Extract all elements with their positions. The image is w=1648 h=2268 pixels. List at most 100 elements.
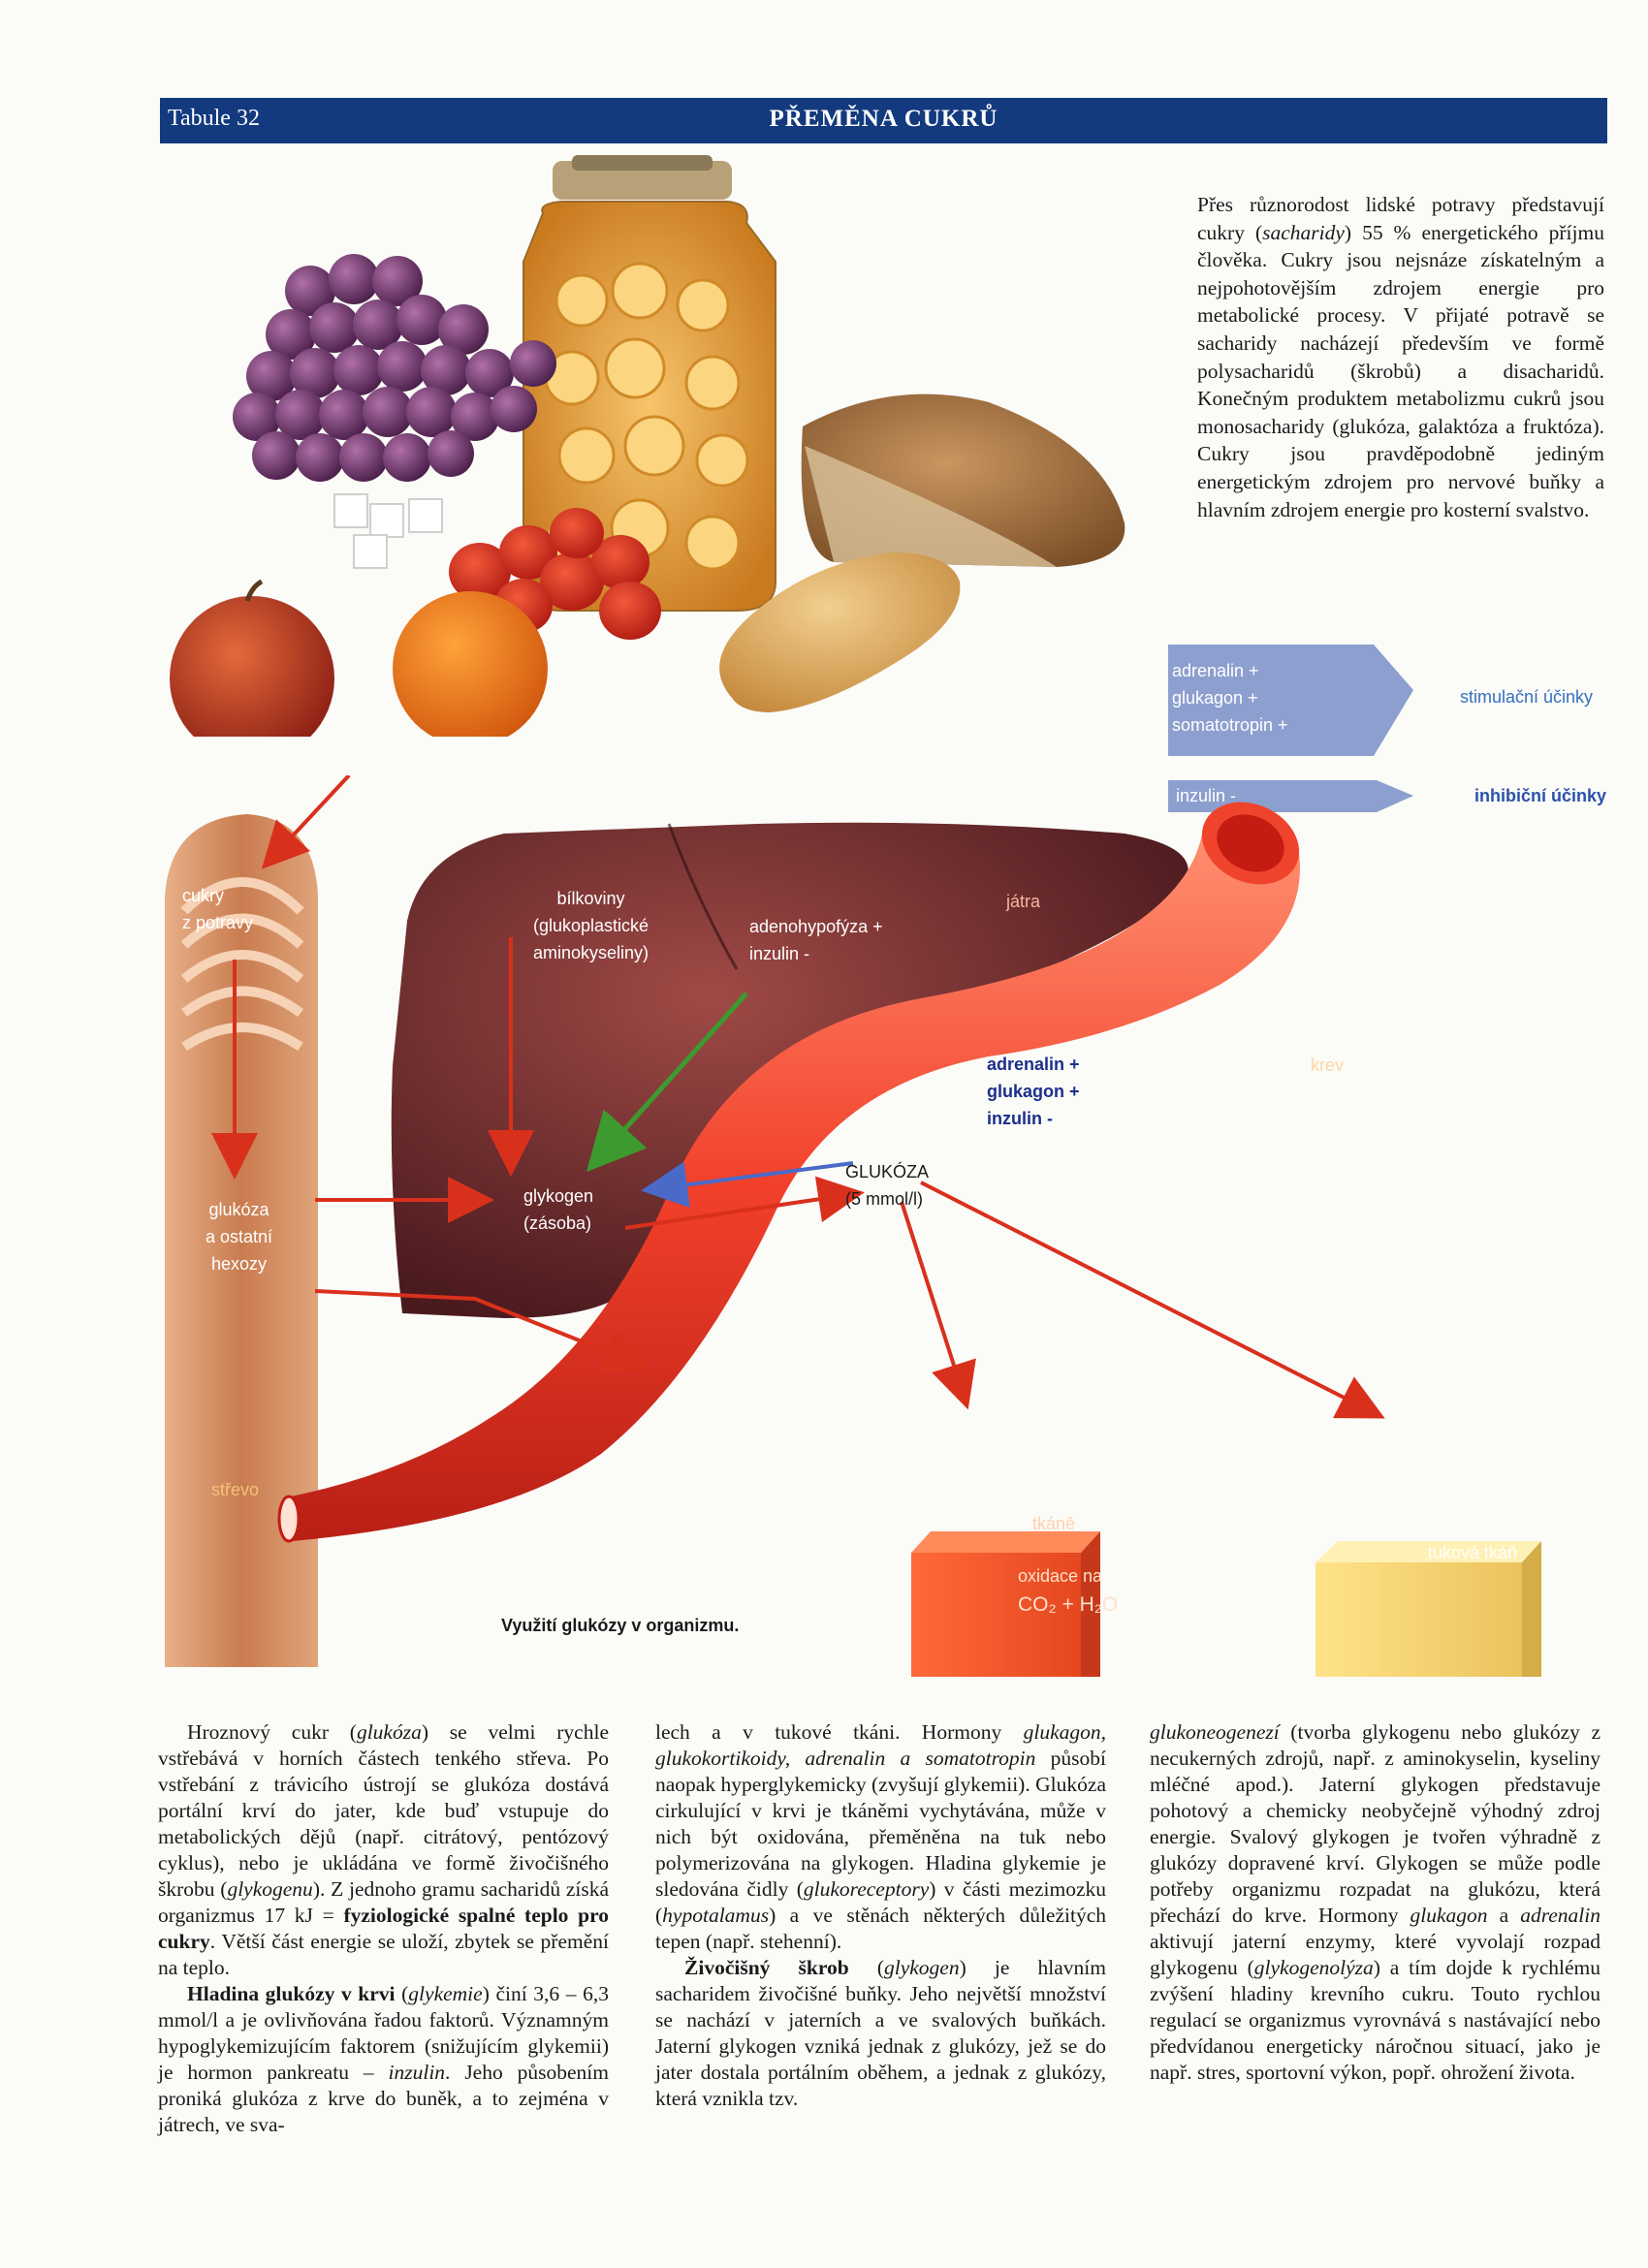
food-illustration	[170, 155, 1125, 737]
text-run: aktivují jaterní enzymy, které vyvolají …	[1150, 1930, 1600, 1979]
diagram-caption: Využití glukózy v organizmu.	[501, 1616, 740, 1635]
label-tkane: tkáně	[1032, 1514, 1076, 1533]
stim-line: adrenalin +	[1172, 661, 1259, 680]
label-line: glykogen	[523, 1186, 594, 1206]
arrow-glucose-to-tissue	[900, 1201, 976, 1410]
label-glukoza-hexozy: glukóza a ostatní hexozy	[206, 1196, 272, 1277]
label-glukoza-krev: GLUKÓZA (5 mmol/l)	[845, 1158, 929, 1213]
label-jatra: játra	[1006, 892, 1041, 911]
arrow-glucose-to-glykogen	[641, 1161, 854, 1209]
arrow-food-to-intestine	[261, 775, 351, 869]
label-adenohypofyza: adenohypofýza + inzulin -	[749, 913, 883, 967]
italic-term: glukoreceptory	[803, 1877, 930, 1901]
text-run: lech a v tukové tkáni. Hormony	[655, 1720, 1024, 1744]
apple	[170, 596, 334, 737]
label-line: inzulin -	[749, 944, 810, 963]
label-bilkoviny: bílkoviny (glukoplastické aminokyseliny)	[533, 885, 649, 966]
italic-term: glukóza	[356, 1720, 422, 1744]
text-run: ) se velmi rychle vstřebává v horních čá…	[158, 1720, 609, 1901]
label-line: hexozy	[211, 1254, 268, 1274]
text-run: ) a tím dojde k rychlému zvýšení hladiny…	[1150, 1956, 1600, 2084]
italic-term: glykogenu	[227, 1877, 313, 1901]
glucose-diagram	[165, 775, 1541, 1677]
arrow-hormone-green	[586, 992, 748, 1173]
adipose-cube	[1315, 1541, 1541, 1677]
label-strevo: střevo	[211, 1480, 260, 1499]
text-run: Hroznový cukr (	[187, 1720, 357, 1744]
label-line: inzulin -	[987, 1109, 1053, 1128]
plate-number: Tabule 32	[168, 106, 260, 131]
bold-term: Živočišný škrob	[684, 1956, 849, 1979]
label-line: adenohypofýza +	[749, 917, 883, 936]
text-run: a	[1487, 1904, 1521, 1927]
label-line: adrenalin +	[987, 1055, 1080, 1074]
label-line: z potravy	[182, 913, 254, 932]
label-line: aminokyseliny)	[533, 943, 650, 962]
bold-term: Hladina glukózy v krvi	[187, 1982, 396, 2005]
italic-term: hypotalamus	[662, 1904, 770, 1927]
label-line: (glukoplastické	[533, 916, 650, 935]
strawberries	[449, 508, 661, 640]
text-run: ) a ve stěnách některých důležitých tepe…	[655, 1904, 1106, 1953]
bold-term: fyziologické spalné teplo pro cukry	[158, 1904, 609, 1953]
label-oxidace-formula: CO₂ + H₂O	[1018, 1593, 1119, 1616]
grapes	[233, 254, 556, 482]
label-hormones: adrenalin + glukagon + inzulin -	[987, 1051, 1080, 1132]
label-tukova-tkan: tuková tkáň	[1428, 1543, 1518, 1562]
stim-line: glukagon +	[1172, 688, 1258, 708]
plate-header: Tabule 32 PŘEMĚNA CUKRŮ	[160, 98, 1607, 143]
page-title: PŘEMĚNA CUKRŮ	[769, 106, 998, 132]
paragraph: Hroznový cukr (glukóza) se velmi rychle …	[158, 1719, 609, 1981]
italic-term: glukagon, glukokortikoidy, adrenalin a s…	[655, 1720, 1106, 1770]
arrow-to-blood	[314, 1289, 651, 1373]
label-line: glukagon +	[987, 1082, 1080, 1101]
paragraph: lech a v tukové tkáni. Hormony glukagon,…	[655, 1719, 1106, 1955]
text-run: ) je hlavním sacharidem živočišné buňky.…	[655, 1956, 1106, 2110]
text-run: . Jeho působením proniká glukóza z krve …	[158, 2061, 609, 2136]
text-run: působí naopak hyperglykemicky (zvyšují g…	[655, 1747, 1107, 1901]
label-line: cukry	[182, 886, 225, 905]
label-line: glukóza	[208, 1200, 269, 1219]
text-run: ) v části mezimozku (	[655, 1877, 1107, 1927]
italic-term: sacharidy	[1262, 220, 1345, 244]
text-run: (tvorba glykogenu nebo glukózy z necuker…	[1150, 1720, 1600, 1927]
label-cukry: cukry z potravy	[182, 882, 253, 936]
orange	[393, 591, 548, 737]
stim-line: somatotropin +	[1172, 715, 1288, 735]
italic-term: glukagon	[1410, 1904, 1488, 1927]
text-run: Přes různorodost lidské potravy představ…	[1197, 193, 1604, 244]
text-run: ) činí 3,6 – 6,3 mmol/l a je ovlivňována…	[158, 1982, 609, 2084]
italic-term: glukoneogenezí	[1150, 1720, 1280, 1744]
text-column-1: Hroznový cukr (glukóza) se velmi rychle …	[158, 1719, 609, 2138]
paragraph: glukoneogenezí (tvorba glykogenu nebo gl…	[1150, 1719, 1600, 2086]
text-column-2: lech a v tukové tkáni. Hormony glukagon,…	[655, 1719, 1106, 2112]
label-line: (5 mmol/l)	[845, 1189, 923, 1209]
sugar-cubes	[333, 493, 443, 569]
italic-term: glykogenolýza	[1253, 1956, 1374, 1979]
bread-roll	[719, 552, 961, 712]
label-line: (zásoba)	[523, 1213, 592, 1233]
tissue-cube	[911, 1531, 1100, 1677]
stimulation-hormones: adrenalin + glukagon + somatotropin +	[1172, 657, 1288, 739]
arrow-glucose-to-fat	[920, 1181, 1385, 1419]
label-krev: krev	[1311, 1055, 1345, 1075]
inhibition-hormone: inzulin -	[1176, 786, 1237, 805]
paragraph: Hladina glukózy v krvi (glykemie) činí 3…	[158, 1981, 609, 2138]
italic-term: glykogen	[884, 1956, 960, 1979]
paragraph: Živočišný škrob (glykogen) je hlavním sa…	[655, 1955, 1106, 2112]
label-line: bílkoviny	[556, 889, 625, 908]
label-oxidace: oxidace na	[1018, 1566, 1103, 1586]
fruit-jar	[523, 155, 776, 612]
label-line: a ostatní	[206, 1227, 273, 1246]
inhibition-label: inhibiční účinky	[1474, 786, 1607, 805]
text-column-3: glukoneogenezí (tvorba glykogenu nebo gl…	[1150, 1719, 1600, 2086]
italic-term: glykemie	[408, 1982, 483, 2005]
text-run: (	[848, 1956, 884, 1979]
arrow-glykogen-to-glucose	[624, 1176, 865, 1230]
text-run: ). Z jednoho gramu sacharidů získá organ…	[158, 1877, 610, 1927]
label-glykogen: glykogen (zásoba)	[523, 1182, 593, 1237]
intro-text: Přes různorodost lidské potravy představ…	[1197, 191, 1604, 523]
label-line: GLUKÓZA	[845, 1162, 930, 1181]
stimulation-arrow	[1168, 645, 1413, 756]
blood-vessel	[286, 834, 1300, 1541]
